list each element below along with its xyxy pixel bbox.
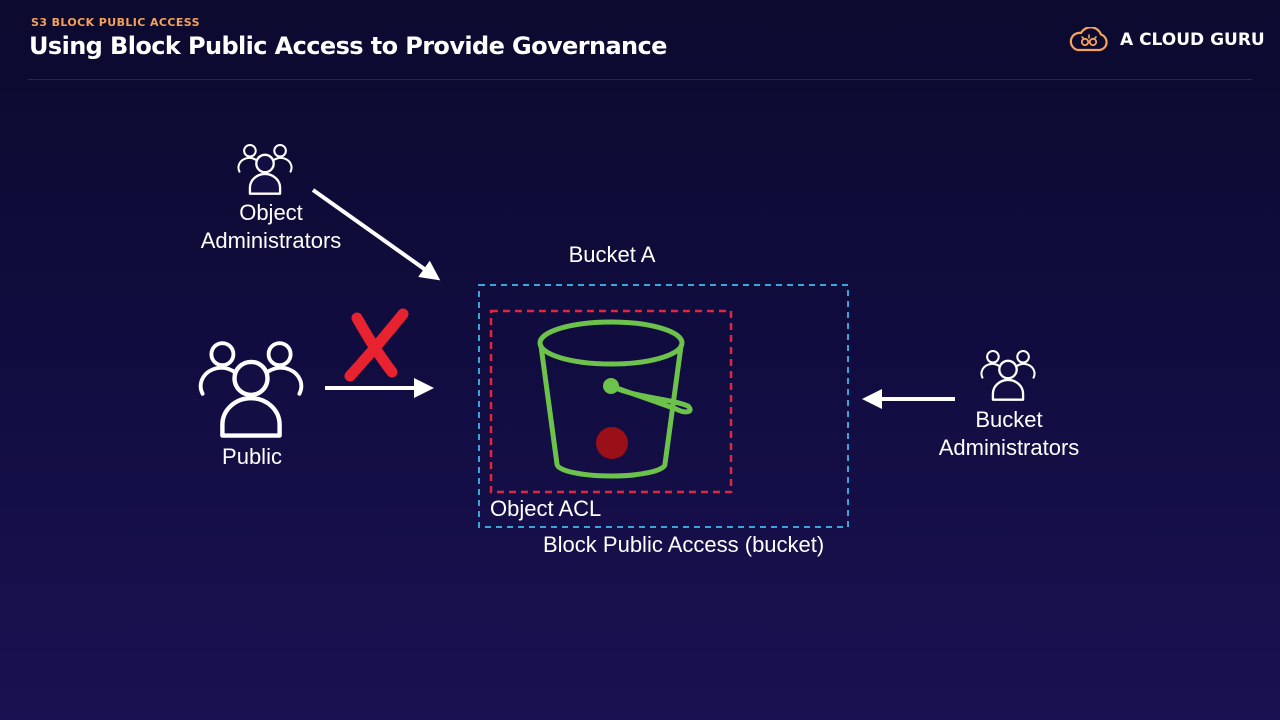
bucket-admins-label-line2: Administrators (938, 435, 1080, 460)
bucket-admins-label-line1: Bucket (975, 407, 1043, 432)
deny-x-icon (344, 308, 409, 382)
bucket-icon (537, 319, 693, 479)
object-admins-icon (237, 143, 293, 195)
header-divider (28, 79, 1252, 80)
object-admins-label-line1: Object (239, 200, 303, 225)
block-public-access-label: Block Public Access (bucket) (543, 532, 825, 557)
bucket-name-label: Bucket A (568, 242, 656, 267)
block-public-access-boundary (478, 284, 849, 528)
object-admins-arrow (311, 188, 441, 281)
brand-name: A CLOUD GURU (1120, 30, 1265, 50)
public-label: Public (222, 444, 282, 469)
brand-logo: A CLOUD GURU (1068, 27, 1265, 53)
section-eyebrow: S3 BLOCK PUBLIC ACCESS (31, 16, 200, 29)
slide-title: Using Block Public Access to Provide Gov… (29, 32, 667, 60)
slide-header: S3 BLOCK PUBLIC ACCESS Using Block Publi… (0, 0, 1280, 80)
bucket-admins-label: Bucket Administrators (928, 406, 1090, 462)
public-users-icon (201, 343, 302, 435)
object-admins-label-line2: Administrators (200, 228, 342, 253)
cloud-logo-icon (1069, 27, 1108, 52)
object-acl-label: Object ACL (490, 496, 602, 521)
object-acl-boundary (489, 309, 733, 494)
object-admins-label: Object Administrators (190, 199, 352, 255)
bucket-admins-icon (980, 349, 1036, 401)
public-object-dot (596, 427, 628, 459)
